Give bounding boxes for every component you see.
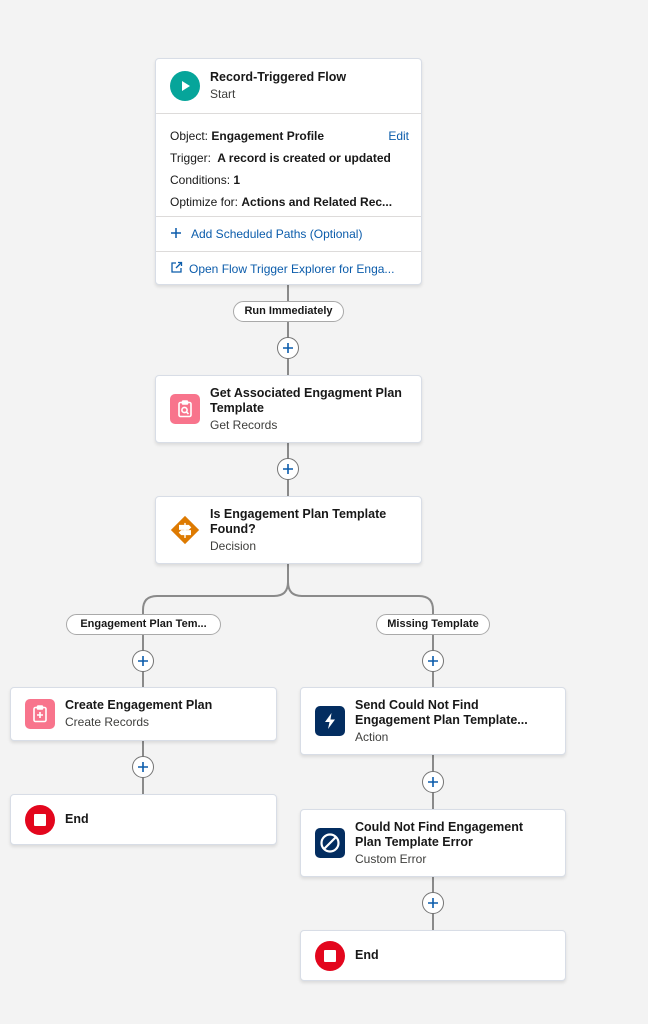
get-records-node[interactable]: Get Associated Engagment Plan Template G… xyxy=(155,375,422,443)
start-node[interactable]: Record-Triggered Flow Start Object: Enga… xyxy=(155,58,422,285)
start-details: Object: Engagement Profile Edit Trigger:… xyxy=(170,125,409,213)
decision-node[interactable]: Is Engagement Plan Template Found? Decis… xyxy=(155,496,422,564)
action-node[interactable]: Send Could Not Find Engagement Plan Temp… xyxy=(300,687,566,755)
create-records-node[interactable]: Create Engagement Plan Create Records xyxy=(10,687,277,741)
conditions-row: Conditions: 1 xyxy=(170,173,241,187)
object-row: Object: Engagement Profile Edit xyxy=(170,125,409,147)
plus-icon xyxy=(283,464,293,474)
start-node-header: Record-Triggered Flow Start xyxy=(156,59,421,114)
divider xyxy=(156,216,421,217)
plus-icon xyxy=(138,656,148,666)
end-node-right[interactable]: End xyxy=(300,930,566,981)
stop-icon xyxy=(25,804,55,835)
lightning-icon xyxy=(315,706,345,736)
plus-icon xyxy=(283,343,293,353)
end-node-left[interactable]: End xyxy=(10,794,277,845)
add-element-button[interactable] xyxy=(422,892,444,914)
trigger-value: A record is created or updated xyxy=(217,151,391,165)
custom-error-node[interactable]: Could Not Find Engagement Plan Template … xyxy=(300,809,566,877)
path-label-missing-template[interactable]: Missing Template xyxy=(376,614,490,635)
object-value: Engagement Profile xyxy=(211,129,325,143)
divider xyxy=(156,251,421,252)
plus-icon xyxy=(138,762,148,772)
get-records-icon xyxy=(170,394,200,424)
path-label-left-outcome[interactable]: Engagement Plan Tem... xyxy=(66,614,221,635)
optimize-row: Optimize for: Actions and Related Rec... xyxy=(170,195,393,209)
add-element-button[interactable] xyxy=(277,337,299,359)
path-label-run-immediately[interactable]: Run Immediately xyxy=(233,301,344,322)
add-element-button[interactable] xyxy=(277,458,299,480)
start-title: Record-Triggered Flow xyxy=(210,70,347,84)
add-element-button[interactable] xyxy=(132,650,154,672)
optimize-value: Actions and Related Rec... xyxy=(241,195,393,209)
plus-icon xyxy=(428,898,438,908)
play-icon xyxy=(170,71,200,101)
decision-icon xyxy=(170,515,200,545)
create-records-icon xyxy=(25,699,55,729)
error-icon xyxy=(315,828,345,858)
edit-link[interactable]: Edit xyxy=(388,129,409,143)
add-element-button[interactable] xyxy=(422,650,444,672)
add-icon xyxy=(170,227,182,242)
trigger-row: Trigger: A record is created or updated xyxy=(170,151,391,165)
external-link-icon xyxy=(170,261,183,277)
add-element-button[interactable] xyxy=(422,771,444,793)
trigger-explorer-link[interactable]: Open Flow Trigger Explorer for Enga... xyxy=(170,252,409,286)
plus-icon xyxy=(428,777,438,787)
plus-icon xyxy=(428,656,438,666)
add-element-button[interactable] xyxy=(132,756,154,778)
conditions-value: 1 xyxy=(233,173,241,187)
stop-icon xyxy=(315,940,345,971)
start-subtitle: Start xyxy=(210,87,236,101)
add-scheduled-paths-link[interactable]: Add Scheduled Paths (Optional) xyxy=(170,217,409,251)
